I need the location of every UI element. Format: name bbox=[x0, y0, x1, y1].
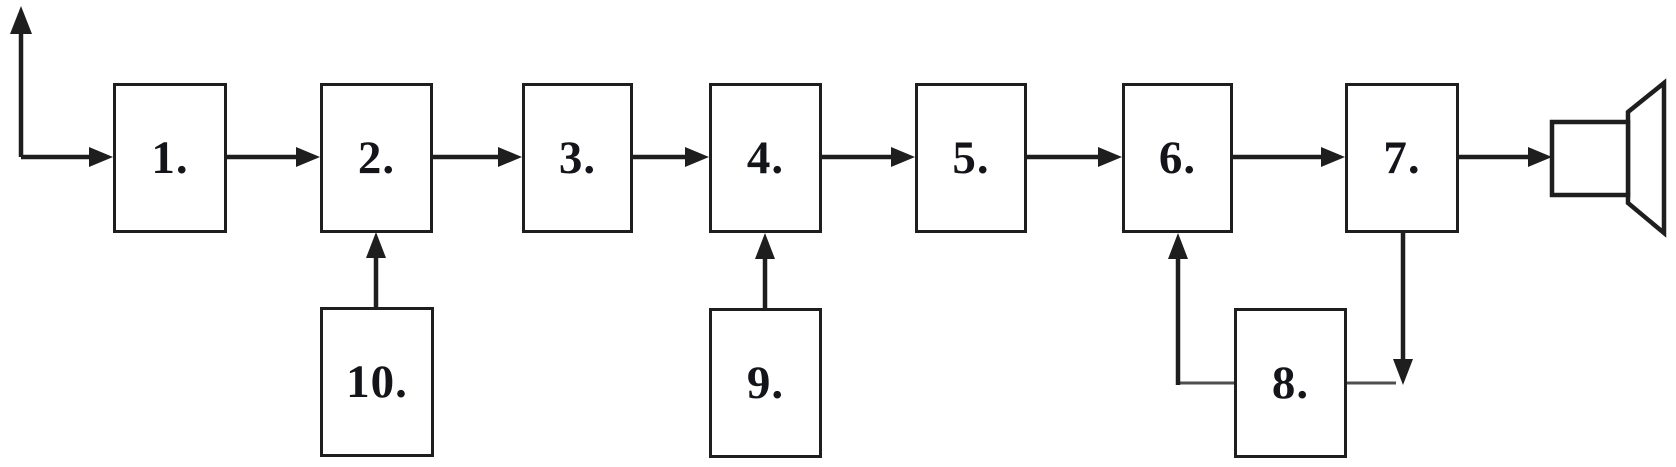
arrow-10-to-2 bbox=[366, 232, 386, 307]
arrow-9-to-4 bbox=[755, 233, 775, 308]
block-4: 4. bbox=[709, 83, 822, 233]
block-1-label: 1. bbox=[151, 132, 189, 184]
block-3-label: 3. bbox=[558, 132, 597, 184]
block-9-label: 9. bbox=[746, 357, 785, 409]
block-10: 10. bbox=[320, 307, 434, 457]
arrow-1-to-2 bbox=[227, 147, 320, 167]
antenna-icon bbox=[10, 6, 32, 157]
block-7-label: 7. bbox=[1383, 132, 1421, 184]
block-1: 1. bbox=[113, 83, 227, 233]
arrow-4-to-5 bbox=[822, 147, 915, 167]
arrow-5-to-6 bbox=[1027, 147, 1122, 167]
block-9: 9. bbox=[709, 308, 822, 458]
block-4-label: 4. bbox=[746, 132, 785, 184]
feedback-arrow-8-to-6 bbox=[1168, 233, 1234, 385]
feedback-arrow-7-to-8 bbox=[1347, 233, 1413, 385]
block-6-label: 6. bbox=[1158, 132, 1197, 184]
block-6: 6. bbox=[1122, 83, 1233, 233]
block-10-label: 10. bbox=[346, 356, 408, 408]
block-8: 8. bbox=[1234, 308, 1347, 458]
block-7: 7. bbox=[1345, 83, 1459, 233]
arrow-2-to-3 bbox=[433, 147, 522, 167]
block-2: 2. bbox=[320, 83, 433, 233]
arrow-7-to-speaker bbox=[1459, 147, 1552, 167]
block-5: 5. bbox=[915, 83, 1027, 233]
arrow-6-to-7 bbox=[1233, 147, 1345, 167]
block-2-label: 2. bbox=[357, 132, 396, 184]
arrow-antenna-to-1 bbox=[21, 147, 113, 167]
speaker-icon bbox=[1549, 78, 1667, 238]
block-5-label: 5. bbox=[952, 132, 990, 184]
arrow-3-to-4 bbox=[633, 147, 709, 167]
block-3: 3. bbox=[522, 83, 633, 233]
block-8-label: 8. bbox=[1271, 357, 1310, 409]
